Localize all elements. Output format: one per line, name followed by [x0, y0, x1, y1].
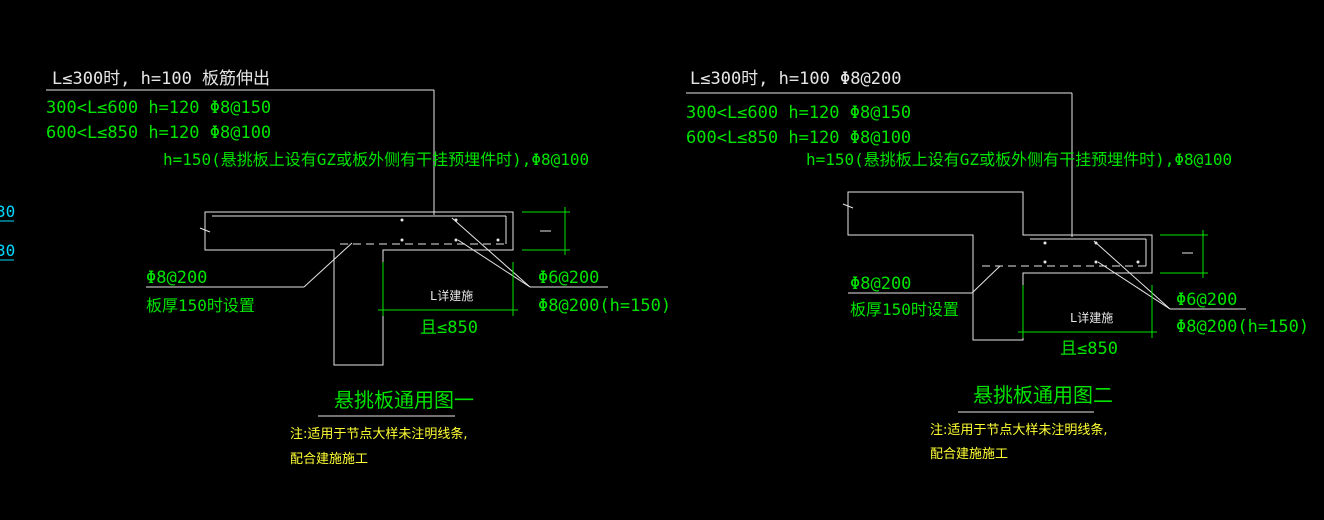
detail2-dim-value: 且≤850: [1060, 339, 1118, 359]
detail1-rebar-dot: [496, 238, 500, 242]
detail1-note-line3: 600<L≤850 h=120 Φ8@100: [46, 123, 271, 143]
detail1-rebar-right-2: Φ8@200(h=150): [538, 296, 671, 316]
detail2-rebar-right-1: Φ6@200: [1176, 290, 1237, 310]
detail2-remark-line2: 配合建施施工: [930, 447, 1008, 462]
left-edge-marks: 30 30: [0, 202, 15, 261]
detail2-leader-right-1: [1093, 240, 1171, 310]
detail2-rebar-dot: [1043, 241, 1047, 245]
detail1-note-line2: 300<L≤600 h=120 Φ8@150: [46, 98, 271, 118]
detail1-note-line4: h=150(悬挑板上设有GZ或板外侧有干挂预埋件时),Φ8@100: [163, 150, 589, 169]
detail1-section-outline: [204, 211, 514, 366]
detail2-rebar-right-2: Φ8@200(h=150): [1176, 317, 1309, 337]
detail1-rebar-right-1: Φ6@200: [538, 268, 599, 288]
detail1-remark-line1: 注:适用于节点大样未注明线条,: [290, 426, 468, 442]
detail1-rebar-dot: [400, 238, 404, 242]
detail1-dim-value: 且≤850: [420, 318, 478, 338]
detail2-rebar-dot: [1094, 260, 1098, 264]
detail1-rebar-left-note: 板厚150时设置: [146, 296, 255, 315]
detail1-break-mark: [199, 227, 211, 233]
edge-mark-1: 30: [0, 202, 15, 221]
detail1-rebar-dot: [454, 238, 458, 242]
detail2-leader-left-diag: [971, 265, 1001, 294]
detail-2: L≤300时, h=100 Φ8@200 300<L≤600 h=120 Φ8@…: [686, 69, 1309, 462]
detail1-dim-label-L: L详建施: [430, 288, 473, 303]
detail1-rebar-left: Φ8@200: [146, 268, 207, 288]
detail2-note-line3: 600<L≤850 h=120 Φ8@100: [686, 128, 911, 148]
detail2-rebar-dot: [1136, 260, 1140, 264]
detail-1: L≤300时, h=100 板筋伸出 300<L≤600 h=120 Φ8@15…: [46, 69, 671, 467]
detail1-title: 悬挑板通用图一: [334, 388, 474, 412]
detail2-leader-right-2: [1097, 261, 1171, 310]
detail2-title: 悬挑板通用图二: [973, 383, 1113, 407]
detail2-note-line1: L≤300时, h=100 Φ8@200: [690, 69, 901, 89]
detail2-note-line2: 300<L≤600 h=120 Φ8@150: [686, 103, 911, 123]
detail1-leader-right-1: [451, 217, 531, 288]
detail1-remark-line2: 配合建施施工: [290, 452, 368, 467]
detail2-rebar-dot: [1043, 260, 1047, 264]
detail2-rebar-left: Φ8@200: [850, 274, 911, 294]
detail2-break-mark: [842, 203, 854, 209]
edge-mark-2: 30: [0, 241, 15, 260]
detail2-rebar-left-note: 板厚150时设置: [850, 300, 959, 319]
detail2-note-line4: h=150(悬挑板上设有GZ或板外侧有干挂预埋件时),Φ8@100: [806, 150, 1232, 169]
detail2-dim-label-L: L详建施: [1070, 310, 1113, 325]
detail1-note-line1: L≤300时, h=100 板筋伸出: [52, 69, 270, 89]
detail1-leader-left-diag: [303, 242, 353, 288]
detail2-section-outline: [847, 191, 1153, 341]
detail1-rebar-dot: [400, 218, 404, 222]
detail2-remark-line1: 注:适用于节点大样未注明线条,: [930, 422, 1108, 438]
detail1-leader-right-2: [457, 239, 531, 288]
